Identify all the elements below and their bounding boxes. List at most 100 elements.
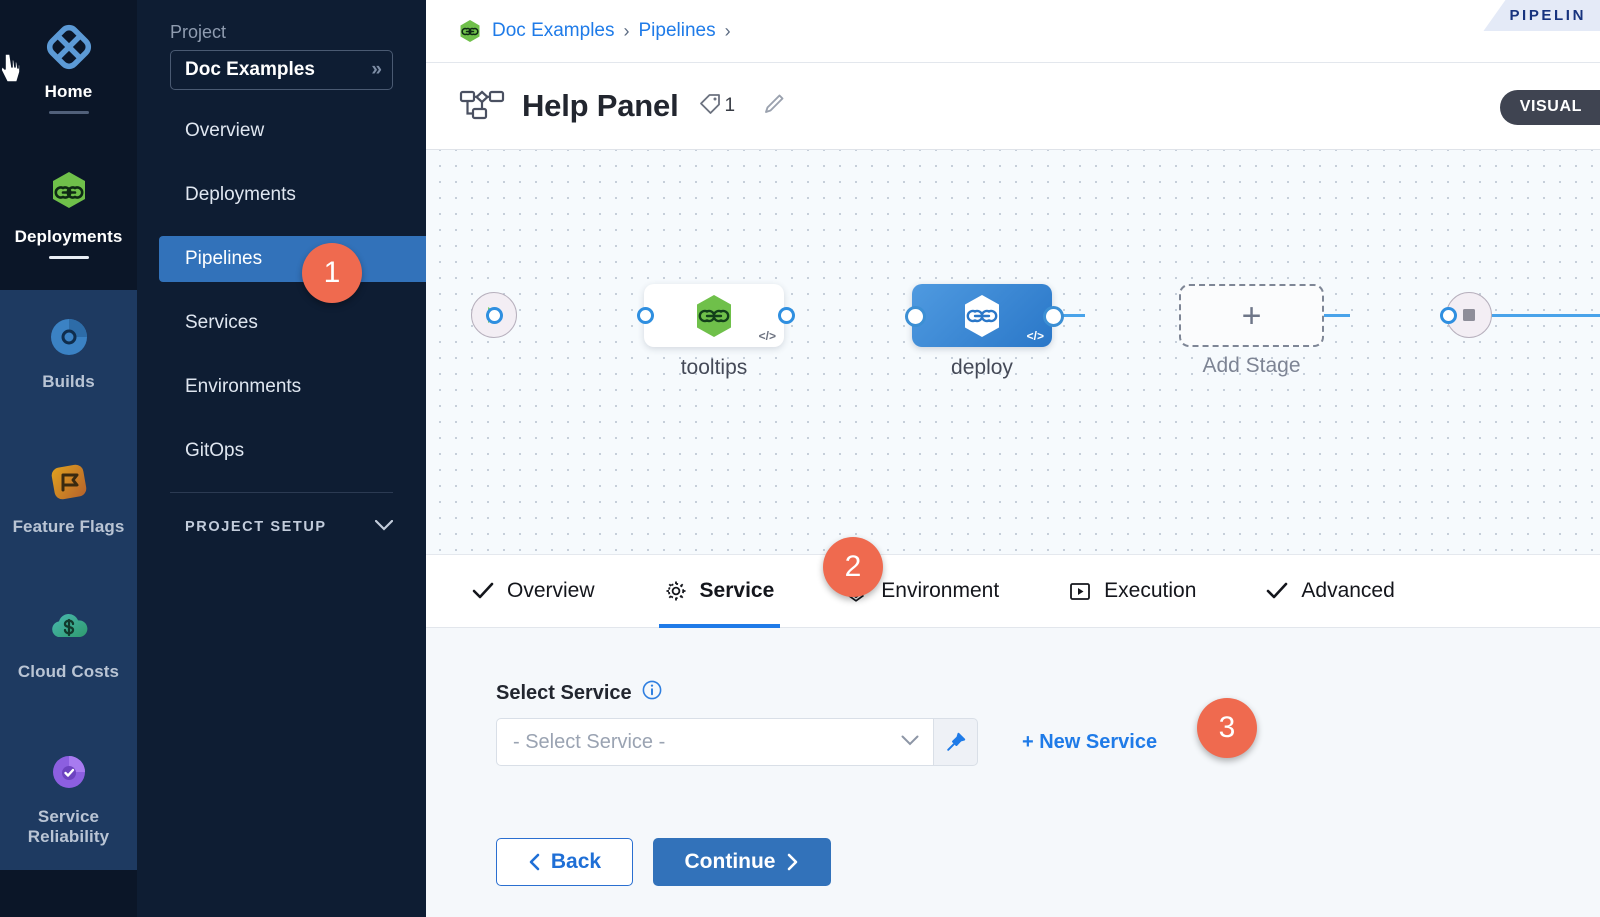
play-box-icon xyxy=(1069,580,1091,602)
stage-deploy[interactable]: </> deploy xyxy=(912,284,1052,379)
stage-deploy-out-port[interactable] xyxy=(1046,309,1061,324)
pipeline-canvas[interactable]: </> tooltips </> deploy xyxy=(426,150,1600,555)
sidebar-item-deployments[interactable]: Deployments xyxy=(137,172,426,218)
breadcrumb-item-project[interactable]: Doc Examples xyxy=(492,20,615,41)
check-icon xyxy=(472,582,494,600)
sidebar-item-services[interactable]: Services xyxy=(137,300,426,346)
select-service-placeholder: - Select Service - xyxy=(513,730,666,753)
add-stage-node[interactable]: + Add Stage xyxy=(1179,284,1324,377)
stage-card[interactable]: </> xyxy=(644,284,784,347)
breadcrumb-separator: › xyxy=(623,20,630,41)
tab-execution[interactable]: Execution xyxy=(1063,555,1202,628)
sidebar-item-label: GitOps xyxy=(185,440,245,461)
info-icon[interactable] xyxy=(642,680,662,706)
ribbon-text: PIPELIN xyxy=(1509,7,1586,24)
rail-item-builds[interactable]: Builds xyxy=(0,290,137,435)
sidebar-item-label: Overview xyxy=(185,120,265,141)
stage-deploy-in-port[interactable] xyxy=(908,309,923,324)
tags-button[interactable]: 1 xyxy=(697,92,736,121)
builds-icon xyxy=(44,312,94,362)
tab-overview[interactable]: Overview xyxy=(466,555,601,628)
main-area: Doc Examples › Pipelines › PIPELIN xyxy=(426,0,1600,917)
back-button[interactable]: Back xyxy=(496,838,633,886)
rail-item-service-reliability[interactable]: Service Reliability xyxy=(0,725,137,870)
rail-item-label: Home xyxy=(44,82,93,101)
end-node-circle xyxy=(1446,292,1492,338)
breadcrumb-item-pipelines[interactable]: Pipelines xyxy=(638,20,716,41)
sidebar-item-environments[interactable]: Environments xyxy=(137,364,426,410)
rail-active-underline xyxy=(48,111,89,115)
end-node-port[interactable] xyxy=(1440,307,1457,324)
stop-square-icon xyxy=(1463,309,1475,321)
chevron-down-icon xyxy=(901,733,919,751)
chevron-double-right-icon: » xyxy=(371,59,381,80)
sidebar-item-overview[interactable]: Overview xyxy=(137,108,426,154)
rail-item-home[interactable]: Home xyxy=(0,0,137,145)
project-nav-list: Overview Deployments Pipelines Services … xyxy=(137,108,426,474)
rail-item-feature-flags[interactable]: Feature Flags xyxy=(0,435,137,580)
chevron-down-icon xyxy=(374,519,394,535)
select-service-row: - Select Service - + New Service xyxy=(496,718,1600,766)
add-stage-card[interactable]: + xyxy=(1179,284,1324,347)
tab-label: Overview xyxy=(507,579,595,602)
service-reliability-icon xyxy=(44,747,94,797)
rail-item-label: Builds xyxy=(42,372,95,391)
project-caption: Project xyxy=(170,22,227,42)
select-service-dropdown[interactable]: - Select Service - xyxy=(496,718,934,766)
pipeline-icon xyxy=(459,89,505,123)
rail-item-label: Deployments xyxy=(14,227,123,246)
sidebar-project-setup[interactable]: PROJECT SETUP xyxy=(137,519,426,535)
edit-pencil-icon[interactable] xyxy=(761,91,787,122)
stage-label: deploy xyxy=(951,356,1013,379)
project-sidebar: Project Doc Examples » Overview Deployme… xyxy=(137,0,426,917)
step-number: 3 xyxy=(1218,711,1236,744)
sidebar-item-pipelines[interactable]: Pipelines xyxy=(159,236,426,282)
step-badge-2: 2 xyxy=(823,537,883,597)
step-number: 1 xyxy=(323,256,341,289)
project-name: Doc Examples xyxy=(185,59,315,80)
project-hex-icon xyxy=(459,19,481,43)
step-badge-1: 1 xyxy=(302,243,362,303)
new-service-link[interactable]: + New Service xyxy=(1022,730,1158,753)
visual-mode-badge[interactable]: VISUAL xyxy=(1499,90,1600,125)
deployments-hex-icon xyxy=(44,167,94,217)
chevron-left-icon xyxy=(529,853,540,871)
project-selector[interactable]: Doc Examples » xyxy=(170,50,393,90)
stage-tooltips[interactable]: </> tooltips xyxy=(644,284,784,379)
sidebar-item-gitops[interactable]: GitOps xyxy=(137,428,426,474)
rail-item-cloud-costs[interactable]: Cloud Costs xyxy=(0,580,137,725)
tag-icon xyxy=(697,92,723,121)
rail-item-deployments[interactable]: Deployments xyxy=(0,145,137,290)
pin-icon xyxy=(946,732,965,751)
stage-card[interactable]: </> xyxy=(912,284,1052,347)
page-title: Help Panel xyxy=(522,88,679,123)
rail-item-label: Cloud Costs xyxy=(17,662,120,681)
project-setup-label: PROJECT SETUP xyxy=(185,519,327,535)
tab-label: Advanced xyxy=(1301,579,1395,602)
code-badge: </> xyxy=(758,329,776,343)
home-diamond-icon xyxy=(44,22,94,72)
breadcrumb-separator: › xyxy=(724,20,731,41)
plus-icon: + xyxy=(1241,296,1262,335)
tab-label: Service xyxy=(699,579,775,602)
add-stage-label: Add Stage xyxy=(1202,354,1301,377)
page-header: Help Panel 1 VISUAL xyxy=(426,62,1600,150)
sidebar-item-label: Pipelines xyxy=(185,248,263,269)
stage-tooltips-out-port[interactable] xyxy=(778,307,795,324)
tab-label: Execution xyxy=(1104,579,1197,602)
tab-label: Environment xyxy=(881,579,1000,602)
tag-count: 1 xyxy=(724,95,736,116)
service-form-panel: Select Service - Select Service - xyxy=(426,628,1600,917)
stage-tooltips-in-port[interactable] xyxy=(637,307,654,324)
field-label-text: Select Service xyxy=(496,681,632,704)
tab-service[interactable]: Service xyxy=(658,555,781,628)
cloud-costs-icon xyxy=(44,602,94,652)
edge-deploy-to-add xyxy=(1481,314,1600,317)
rail-active-underline xyxy=(48,256,89,260)
end-node[interactable] xyxy=(1446,292,1492,338)
pin-service-button[interactable] xyxy=(934,718,978,766)
rail-item-label: Feature Flags xyxy=(12,517,125,536)
tab-advanced[interactable]: Advanced xyxy=(1260,555,1400,628)
continue-button[interactable]: Continue xyxy=(653,838,831,886)
start-node-port[interactable] xyxy=(486,307,503,324)
